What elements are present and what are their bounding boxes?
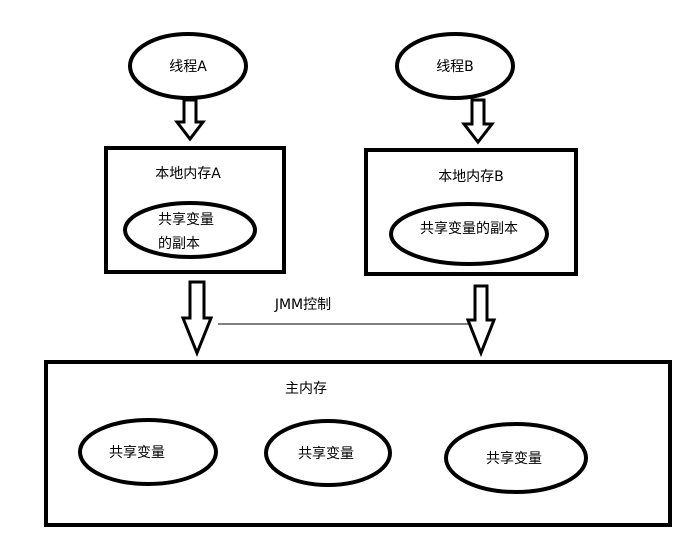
thread-a-ellipse (128, 32, 248, 100)
arrow-thread-b-to-local-b (460, 98, 496, 145)
main-memory: 主内存 共享变量 共享变量 共享变量 (44, 360, 672, 527)
thread-b-node: 线程B (395, 32, 515, 100)
thread-a-node: 线程A (128, 32, 248, 100)
local-memory-b: 本地内存B 共享变量的副本 (364, 148, 578, 276)
local-memory-a-box (104, 146, 286, 274)
main-memory-var2-ellipse (264, 419, 392, 487)
local-memory-b-copy-ellipse (389, 202, 549, 266)
thread-b-ellipse (395, 32, 515, 100)
local-memory-a-title: 本地内存A (155, 166, 221, 182)
main-memory-box (44, 360, 672, 527)
thread-a-label: 线程A (169, 59, 207, 75)
thread-b-label: 线程B (436, 59, 474, 75)
main-memory-var1-ellipse (78, 418, 218, 486)
main-memory-var3-label: 共享变量 (486, 450, 542, 467)
arrow-local-a-to-main (180, 280, 214, 358)
local-memory-a-copy-line2: 的副本 (158, 236, 200, 252)
local-memory-a-copy-ellipse (123, 201, 257, 259)
local-memory-b-copy: 共享变量的副本 (420, 220, 518, 237)
local-memory-b-title: 本地内存B (438, 169, 504, 185)
arrow-local-b-to-main (465, 284, 497, 358)
main-memory-var2-label: 共享变量 (298, 445, 354, 462)
main-memory-title: 主内存 (285, 381, 327, 397)
local-memory-a: 本地内存A 共享变量 的副本 (104, 146, 286, 274)
local-memory-a-copy-line1: 共享变量 (158, 211, 214, 228)
arrow-thread-a-to-local-a (173, 98, 207, 142)
main-memory-var1-label: 共享变量 (109, 444, 165, 461)
jmm-control-label: JMM控制 (274, 297, 331, 313)
main-memory-var3-ellipse (444, 422, 588, 494)
local-memory-b-box (364, 148, 578, 276)
